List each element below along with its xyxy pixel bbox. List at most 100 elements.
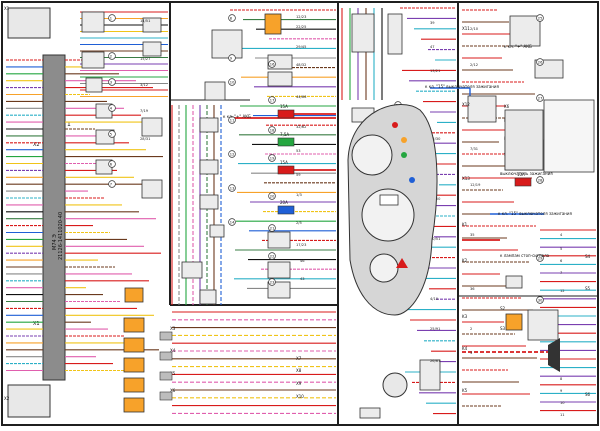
wire-code-label: 7/19 <box>140 109 149 113</box>
wire-code-label: 13/30 <box>430 137 441 141</box>
horn-icon <box>548 338 560 372</box>
fuse-4 <box>277 205 295 215</box>
wire-code-label: 2/10 <box>470 27 479 31</box>
component-number: 14 <box>230 221 235 225</box>
component-number-marker <box>536 254 544 262</box>
wire-code-label: 15/27 <box>140 57 150 61</box>
instrument-cluster <box>347 103 438 316</box>
wire-code-label: 22/25 <box>296 25 306 29</box>
wire-code-label: 8 <box>560 377 563 381</box>
component-number-marker <box>228 78 236 86</box>
note-terminal-15: к кл. "15" выключателя зажигания <box>425 84 499 89</box>
component-connector <box>81 51 105 69</box>
component-connector <box>141 179 163 199</box>
wire-code-label: 2/12 <box>470 63 478 67</box>
x2-connector-block <box>7 7 51 39</box>
component-number: 30 <box>538 299 543 303</box>
component-connector <box>267 71 293 87</box>
component-connector <box>199 194 219 210</box>
wire-code-label: 4 <box>560 233 563 237</box>
component-connector <box>199 289 217 305</box>
relay-mid <box>124 287 144 303</box>
ecu-body <box>42 54 66 381</box>
component-number: 8 <box>230 17 233 21</box>
component-connector <box>509 15 541 47</box>
note-plus-battery-right: к кл. "+" АКБ <box>504 44 532 49</box>
x1-connector-block <box>7 384 51 418</box>
warning-triangle-icon <box>396 258 408 268</box>
component-number: 29 <box>538 257 543 261</box>
component-connector <box>505 275 523 289</box>
component-number: 12 <box>230 153 235 157</box>
wire-code-label: 53 <box>296 149 301 153</box>
component-number: 5 <box>110 133 112 137</box>
component-number: 17 <box>270 99 275 103</box>
connector-label: X4 <box>170 348 176 353</box>
wire-code-label: 48/32 <box>296 63 306 67</box>
connector-label: S6 <box>585 392 591 397</box>
note-stop-light: к лампам стоп-сигнала <box>500 253 550 258</box>
connector-label: X2 <box>4 396 10 401</box>
component-number: 27 <box>538 97 543 101</box>
connector-label: X9 <box>296 381 302 386</box>
component-number-marker <box>228 218 236 226</box>
component-connector <box>81 11 105 33</box>
wire-code-label: 36 <box>470 287 475 291</box>
wire-code-label: 2/5 <box>296 221 302 225</box>
fuse-group: 15A 7,5A 15A 20A 10A <box>277 104 532 215</box>
cluster-display <box>379 194 399 206</box>
connector-label: X3 <box>170 326 176 331</box>
connector-label: X12 <box>462 102 470 107</box>
connector-label: X1 <box>4 6 10 11</box>
component-number-marker <box>108 104 116 112</box>
ignition-switch-icon <box>382 372 408 398</box>
wire-code-label: 14/51 <box>140 19 150 23</box>
component-number: 10 <box>230 81 235 85</box>
fuel-gauge <box>369 253 399 283</box>
wire-code-label: 6 <box>560 259 563 263</box>
component-number-marker <box>228 54 236 62</box>
component-number: 20 <box>270 195 275 199</box>
component-parts: 1234567891011121314151617181920212223242… <box>4 6 591 419</box>
connector-label: K6 <box>504 104 510 109</box>
connector-label: X10 <box>296 394 304 399</box>
connector-label: X11 <box>462 26 470 31</box>
wire-code-label: 5 <box>560 247 562 251</box>
component-number-marker <box>536 296 544 304</box>
injector-icon <box>159 331 173 341</box>
component-number: 11 <box>230 119 235 123</box>
wire-code-label: 7 <box>560 271 562 275</box>
wire-code-label: 10 <box>560 401 565 405</box>
component-number-marker <box>268 60 276 68</box>
connector-label: S4 <box>585 254 591 259</box>
connector-label: S5 <box>585 286 591 291</box>
wire-code-label: 43 <box>300 277 305 281</box>
wire-code-label: 59 <box>296 173 301 177</box>
relay-5 <box>123 397 145 413</box>
fuse-label-5: 10A <box>517 172 525 177</box>
warning-lamp-amber <box>401 137 407 143</box>
wire-code-label: 39 <box>430 21 435 25</box>
component-number-marker <box>228 14 236 22</box>
relay-top <box>264 13 282 35</box>
component-connector <box>387 13 403 55</box>
component-connector <box>467 95 497 123</box>
component-number-marker <box>268 96 276 104</box>
wire-code-label: 35 <box>470 233 475 237</box>
component-number: 21 <box>270 227 275 231</box>
component-number: 28 <box>538 179 543 183</box>
ecu-pin-row-top: X2 <box>33 142 40 148</box>
injector-icon <box>159 391 173 401</box>
wire-code-label: 26/67 <box>430 359 440 363</box>
wire-code-label: 47 <box>430 45 435 49</box>
warning-lamp-blue <box>409 177 415 183</box>
wire-code-label: 11 <box>560 413 565 417</box>
wire-code-label: 28/31 <box>140 137 150 141</box>
wire-code-label: 3/12 <box>140 83 148 87</box>
wire-code-label: 46 <box>300 259 305 263</box>
injector-icon <box>159 351 173 361</box>
component-connector <box>85 77 103 93</box>
wire-code-label: 3 <box>470 351 472 355</box>
connector-label: X6 <box>170 388 176 393</box>
